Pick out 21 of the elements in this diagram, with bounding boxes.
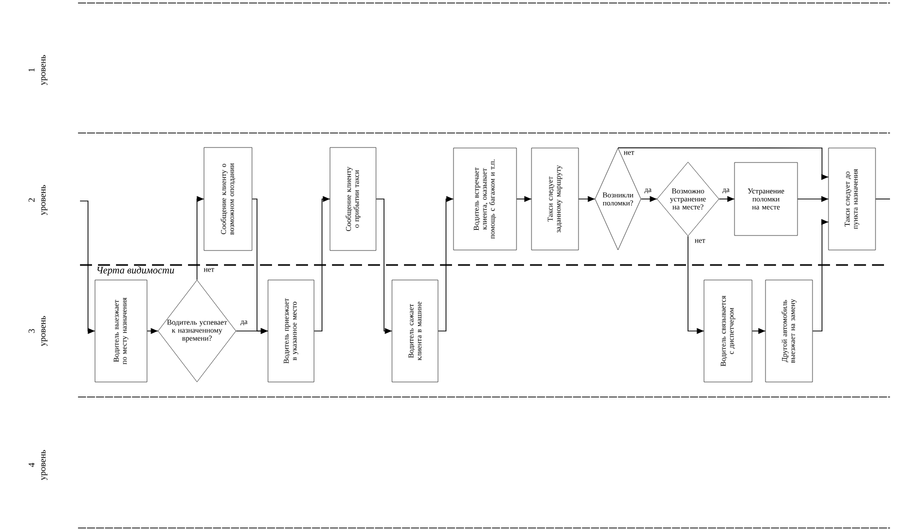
arrow — [688, 236, 704, 334]
arrow — [578, 196, 596, 202]
arrow — [516, 196, 532, 202]
arrow — [196, 196, 204, 280]
arrow — [438, 196, 454, 332]
arrow — [314, 196, 330, 332]
arrow — [252, 198, 268, 334]
arrow — [376, 198, 392, 334]
arrow — [718, 196, 735, 202]
lane-label: 2 уровень — [28, 185, 48, 216]
arrow — [752, 328, 766, 334]
lane-label: 1 уровень — [28, 55, 48, 86]
line-label: Черта видимости — [97, 266, 174, 276]
lane-label: 4 уровень — [28, 450, 48, 480]
arrow — [618, 147, 829, 180]
arrow — [640, 196, 658, 202]
lane-label: 3 уровень — [28, 316, 48, 346]
arrow — [146, 328, 158, 334]
arrow — [812, 219, 829, 332]
arrow — [80, 200, 96, 334]
arrow — [797, 196, 829, 202]
